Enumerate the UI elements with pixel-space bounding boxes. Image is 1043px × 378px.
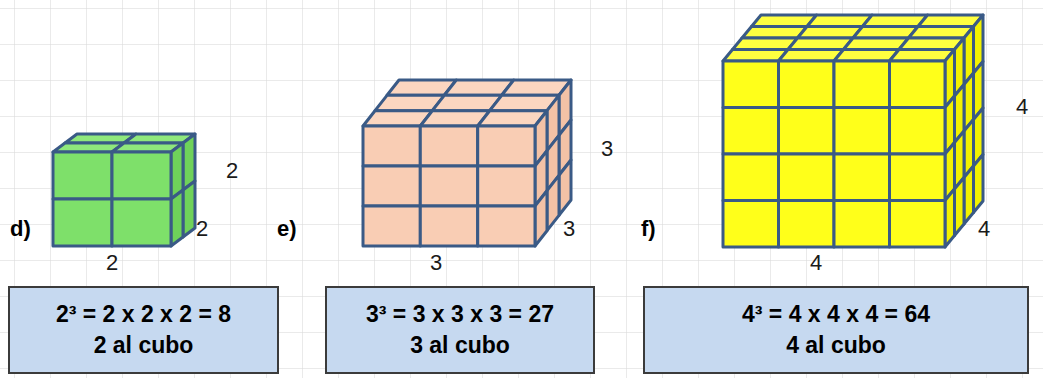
unit-cube-face [779, 108, 835, 155]
cube-letter: d) [10, 218, 31, 240]
unit-cube-face [559, 160, 571, 215]
power-formula: 4³ = 4 x 4 x 4 = 64 [742, 299, 930, 330]
dimension-label: 3 [430, 252, 442, 274]
unit-cube-face [420, 206, 477, 246]
unit-cube-face [834, 154, 890, 201]
unit-cube-face [535, 191, 547, 246]
unit-cube-face [723, 154, 779, 201]
formula-box: 4³ = 4 x 4 x 4 = 644 al cubo [643, 286, 1029, 374]
unit-cube-face [779, 61, 835, 108]
unit-cube-face [723, 61, 779, 108]
unit-cube-face [723, 108, 779, 155]
unit-cube-face [547, 175, 559, 230]
unit-cube-face [890, 201, 946, 248]
unit-cube-face [779, 154, 835, 201]
formula-box: 3³ = 3 x 3 x 3 = 273 al cubo [325, 286, 595, 374]
unit-cube-face [53, 152, 112, 199]
power-caption: 4 al cubo [786, 330, 886, 361]
dimension-label: 2 [226, 160, 238, 182]
dimension-label: 2 [196, 218, 208, 240]
unit-cube-face [834, 201, 890, 248]
unit-cube-face [363, 166, 420, 206]
unit-cube-face [478, 166, 535, 206]
unit-cube-face [890, 61, 946, 108]
dimension-label: 2 [106, 252, 118, 274]
cube-letter: e) [277, 218, 297, 240]
unit-cube-face [112, 199, 171, 246]
unit-cube-face [171, 190, 183, 246]
dimension-label: 3 [563, 218, 575, 240]
unit-cube-face [112, 152, 171, 199]
dimension-label: 4 [1016, 96, 1028, 118]
cube-letter: f) [641, 218, 656, 240]
unit-cube-face [779, 201, 835, 248]
formula-box: 2³ = 2 x 2 x 2 = 82 al cubo [8, 286, 279, 374]
unit-cube-face [723, 201, 779, 248]
unit-cube-face [478, 126, 535, 166]
power-formula: 3³ = 3 x 3 x 3 = 27 [366, 299, 554, 330]
power-formula: 2³ = 2 x 2 x 2 = 8 [56, 299, 231, 330]
unit-cube-face [183, 181, 195, 237]
unit-cube-face [363, 206, 420, 246]
dimension-label: 4 [978, 218, 990, 240]
unit-cube-face [363, 126, 420, 166]
unit-cube-face [890, 154, 946, 201]
power-caption: 2 al cubo [94, 330, 194, 361]
unit-cube-face [53, 199, 112, 246]
unit-cube-face [420, 126, 477, 166]
unit-cube-face [890, 108, 946, 155]
power-caption: 3 al cubo [410, 330, 510, 361]
unit-cube-face [420, 166, 477, 206]
unit-cube-face [478, 206, 535, 246]
dimension-label: 3 [601, 138, 613, 160]
unit-cube-face [834, 61, 890, 108]
unit-cube-face [834, 108, 890, 155]
dimension-label: 4 [810, 252, 822, 274]
